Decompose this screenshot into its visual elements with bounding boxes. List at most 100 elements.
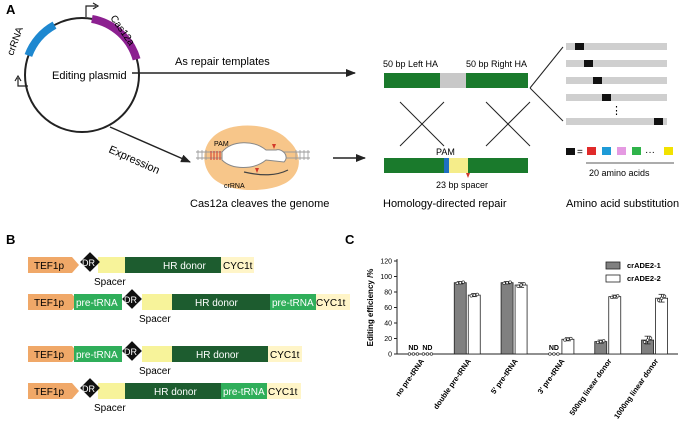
cut-site-icon [272, 144, 276, 149]
data-point [616, 294, 620, 298]
left-ha-block [384, 73, 440, 88]
aa-swatch [602, 147, 611, 155]
data-point [569, 336, 573, 341]
panel-label-b: B [6, 232, 15, 247]
editing-plasmid: Editing plasmid crRNA Cas12a [5, 2, 141, 133]
dr-label: DR [82, 258, 95, 268]
repair-template-label: As repair templates [175, 56, 270, 68]
pre-trna-label: pre-tRNA [272, 298, 314, 309]
data-point [415, 352, 420, 356]
construct-row-2: TEF1p pre-tRNA HR donor pre-tRNA CYC1t D… [28, 289, 350, 325]
panel-label-c: C [345, 232, 355, 247]
spacer-label: Spacer [139, 366, 171, 377]
insert-block [440, 73, 466, 88]
data-point [602, 339, 606, 343]
cyc1t-label: CYC1t [270, 350, 300, 361]
data-point [610, 295, 614, 300]
legend-label: crADE2-2 [627, 274, 661, 283]
bar [500, 282, 514, 355]
cut-site-icon [255, 168, 259, 173]
bar [655, 297, 668, 355]
pre-trna-label: pre-tRNA [76, 298, 118, 309]
pam-block [444, 158, 449, 173]
y-tick-label: 120 [380, 259, 392, 266]
construct-row-4: TEF1p HR donor pre-tRNA CYC1t DR Spacer [28, 378, 301, 414]
aa-swatch [632, 147, 641, 155]
aa-swatch [664, 147, 673, 155]
data-point [502, 281, 506, 285]
data-point [552, 352, 556, 356]
data-point [522, 282, 526, 286]
left-ha-label: 50 bp Left HA [383, 59, 438, 69]
pre-trna-label: pre-tRNA [223, 387, 265, 398]
x-tick-label: double pre-tRNA [431, 357, 473, 411]
tef1p-label: TEF1p [34, 387, 64, 398]
x-tick-label: 5' pre-tRNA [489, 357, 520, 396]
cas12a-complex: PAM crRNA [196, 125, 310, 191]
data-point [411, 352, 416, 356]
legend-dots: ··· [645, 147, 655, 158]
data-point [662, 294, 667, 298]
aa-swatch [587, 147, 596, 155]
bar [514, 284, 528, 355]
y-tick-label: 20 [384, 336, 392, 343]
y-tick-label: 60 [384, 305, 392, 312]
x-tick-label: 1000ng linear donor [612, 357, 660, 421]
tef1p-label: TEF1p [34, 261, 64, 272]
cyc1t-label: CYC1t [316, 298, 346, 309]
legend-swatch [605, 274, 621, 283]
crrna-small-label: crRNA [224, 183, 245, 190]
data-point [596, 340, 600, 344]
amino-acid-legend: = ··· 20 amino acids [566, 147, 674, 178]
cut-site-icon [466, 173, 470, 178]
bar [608, 296, 622, 355]
data-point [425, 352, 430, 356]
tef1p-label: TEF1p [34, 298, 64, 309]
y-tick-label: 80 [384, 290, 392, 297]
data-point [599, 340, 603, 344]
x-tick-label: no pre-tRNA [393, 357, 426, 399]
data-point [407, 352, 412, 356]
substitution-caption: Amino acid substitution [566, 198, 679, 210]
crrna-segment [24, 21, 57, 58]
data-point [519, 283, 523, 287]
hr-donor-label: HR donor [196, 350, 239, 361]
dr-label: DR [124, 347, 137, 357]
data-point [648, 336, 653, 340]
bar [561, 338, 575, 355]
promoter-arrow-icon [85, 5, 96, 17]
x-tick-label: 500ng linear donor [568, 357, 614, 417]
promoter-arrow-icon [17, 78, 28, 87]
repair-template: 50 bp Left HA 50 bp Right HA [383, 59, 528, 88]
spacer-label: Spacer [94, 277, 126, 288]
data-point [455, 281, 459, 285]
pam-label: PAM [436, 147, 455, 157]
tef1p-label: TEF1p [34, 350, 64, 361]
data-point [642, 340, 647, 344]
data-point [421, 352, 426, 356]
legend-label: crADE2-1 [627, 261, 661, 270]
right-ha-label: 50 bp Right HA [466, 59, 527, 69]
nd-label: ND [422, 345, 432, 352]
legend-equals: = [577, 147, 583, 158]
data-point [461, 280, 465, 284]
right-ha-block [466, 73, 528, 88]
bar [453, 282, 467, 355]
nd-label: ND [408, 345, 418, 352]
amino-acids-label: 20 amino acids [589, 168, 650, 178]
data-point [429, 352, 434, 356]
genome-locus: PAM 23 bp spacer [384, 147, 528, 190]
data-point [472, 293, 476, 297]
data-point [556, 352, 560, 356]
data-point [613, 295, 617, 299]
hr-donor-label: HR donor [163, 261, 206, 272]
data-point [505, 281, 509, 285]
data-point [508, 280, 512, 284]
data-point [566, 337, 570, 341]
expression-arrow [109, 126, 191, 163]
x-tick-label: 3' pre-tRNA [536, 357, 567, 396]
construct-row-1: TEF1p HR donor CYC1t DR Spacer [28, 252, 254, 288]
y-axis-label: Editing efficiency /% [366, 269, 375, 347]
